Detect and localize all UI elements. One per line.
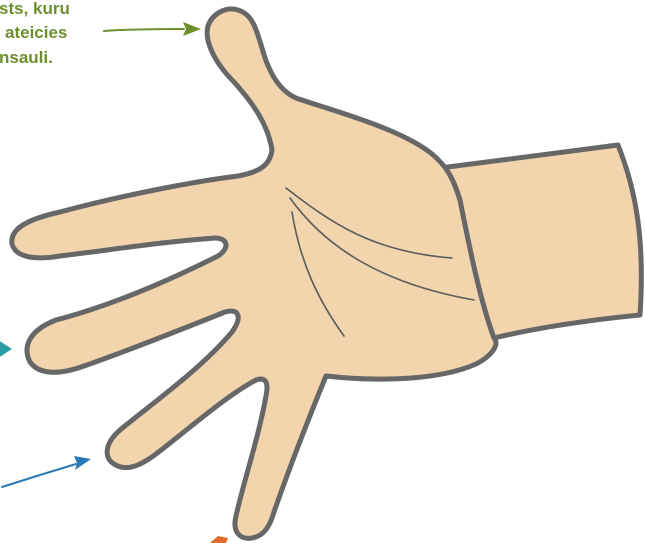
little-finger-pointer-arrow [2, 456, 91, 487]
caption-line-2: ateicies [5, 23, 67, 42]
caption-text: sts, kuru ateicies nsauli. [0, 0, 70, 67]
ring-finger-pointer-arrow [0, 340, 12, 358]
caption-line-1: sts, kuru [0, 0, 70, 18]
thumb-pointer-arrow [104, 22, 201, 36]
bottom-pointer-arrow [210, 536, 228, 543]
caption-line-3: nsauli. [0, 48, 53, 67]
hand-illustration [12, 9, 642, 538]
